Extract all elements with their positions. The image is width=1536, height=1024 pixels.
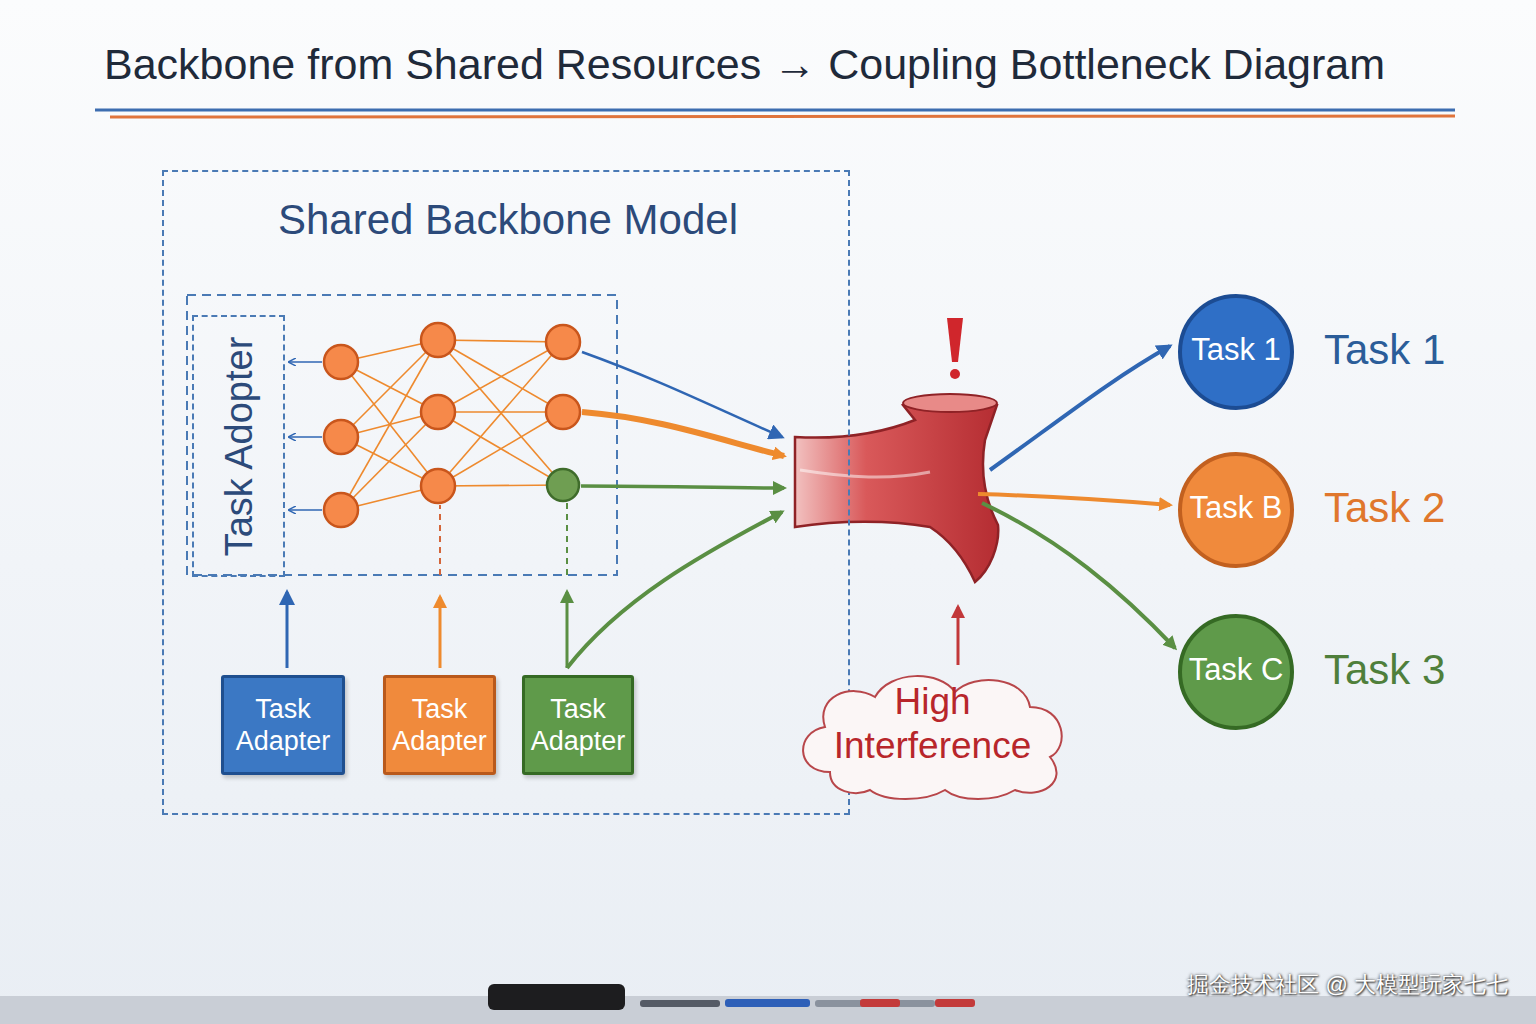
output-arrows [978,346,1175,648]
group-heading: Shared Backbone Model [164,196,852,244]
network-links [341,340,563,510]
flow-arrows [581,352,784,488]
task-name: Task 3 [1324,646,1445,694]
task-node: Task 1 Task 1 [1176,292,1476,412]
watermark: 掘金技术社区 @ 大模型玩家七七 [1187,970,1508,1000]
adapter-box: Task Adapter [221,675,345,775]
task-node: Task C Task 3 [1176,612,1476,732]
interference-arrow [957,607,960,665]
neuron [324,323,580,527]
backbone-frame: Shared Backbone ModelTask AdopterTask Ad… [162,170,850,815]
title-underline [95,110,1455,117]
adapter-box: Task Adapter [383,675,496,775]
task-id: Task B [1176,490,1296,526]
cloud-path [803,676,1062,799]
task-name: Task 1 [1324,326,1445,374]
task-name: Task 2 [1324,484,1445,532]
interference-cloud: High Interference [790,662,1075,802]
input-stubs [289,362,322,510]
task-id: Task 1 [1176,332,1296,368]
warning-mark [947,318,963,379]
cloud-label: High Interference [820,680,1045,769]
task-node: Task B Task 2 [1176,450,1476,570]
adapter-label: Task Adapter [386,693,493,758]
rotated-label: Task Adopter [192,315,285,577]
bottleneck-pipe [795,394,998,582]
adapter-label: Task Adapter [525,693,631,758]
adapter-arrows [287,503,782,668]
adapter-box: Task Adapter [522,675,634,775]
diagram-title: Backbone from Shared Resources → Couplin… [104,40,1385,89]
task-id: Task C [1176,652,1296,688]
adapter-frame: Task Adopter [192,315,285,577]
adapter-label: Task Adapter [224,693,342,758]
